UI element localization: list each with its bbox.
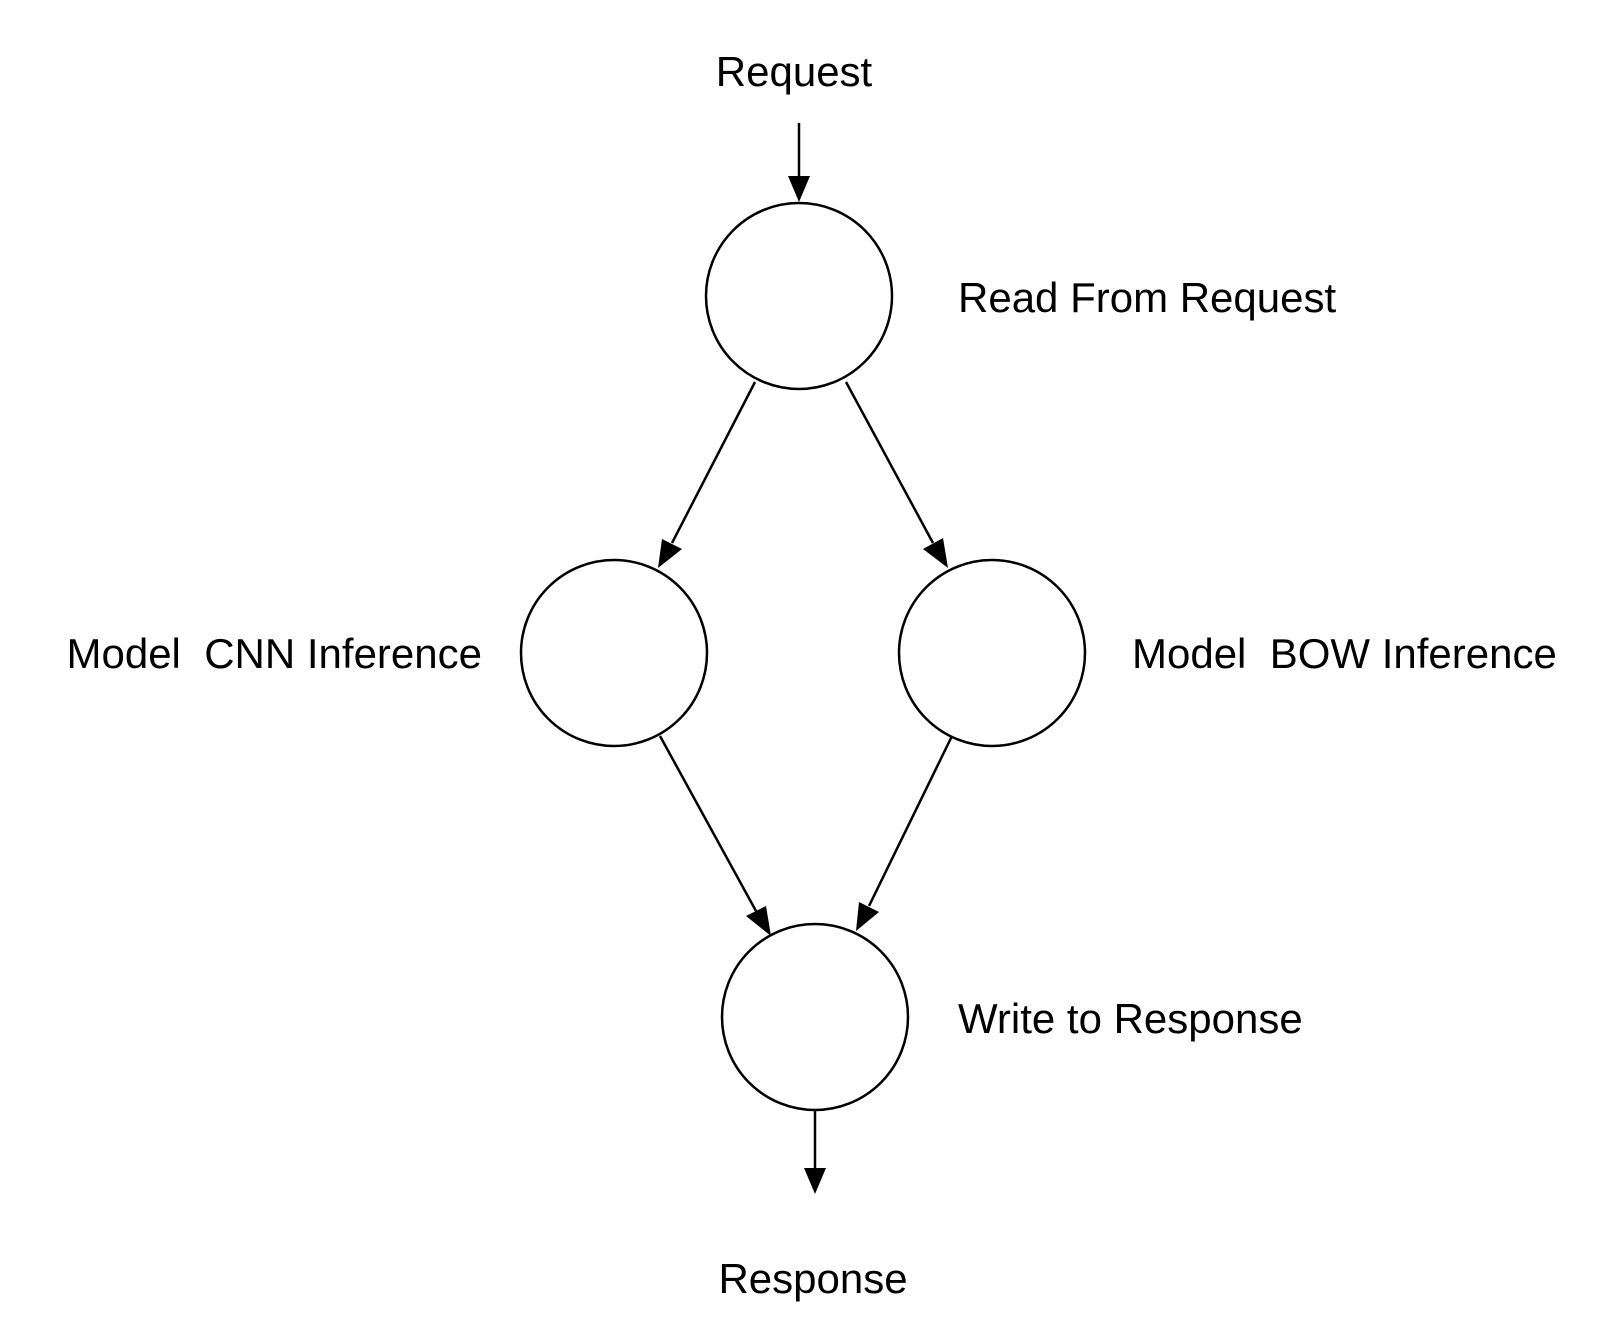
edge-read-to-cnn [658,381,757,568]
bow-inference-label: Model BOW Inference [1132,630,1557,677]
edge-bow-to-write [856,735,954,931]
response-label: Response [718,1255,907,1302]
node-write-to-response [720,922,910,1112]
edges [658,123,954,1194]
request-label: Request [716,48,873,95]
edge-cnn-to-write [658,735,771,936]
node-cnn-inference [519,558,709,748]
nodes [519,201,1087,1112]
cnn-inference-label: Model CNN Inference [66,630,482,677]
read-from-request-label: Read From Request [958,274,1336,321]
write-to-response-label: Write to Response [958,995,1303,1042]
edge-read-to-bow [844,381,948,568]
edge-write-to-response [804,1110,826,1194]
node-read-from-request [704,201,894,391]
node-bow-inference [897,558,1087,748]
edge-request-to-read [788,123,810,202]
labels: Request Read From Request Model CNN Infe… [66,48,1556,1302]
